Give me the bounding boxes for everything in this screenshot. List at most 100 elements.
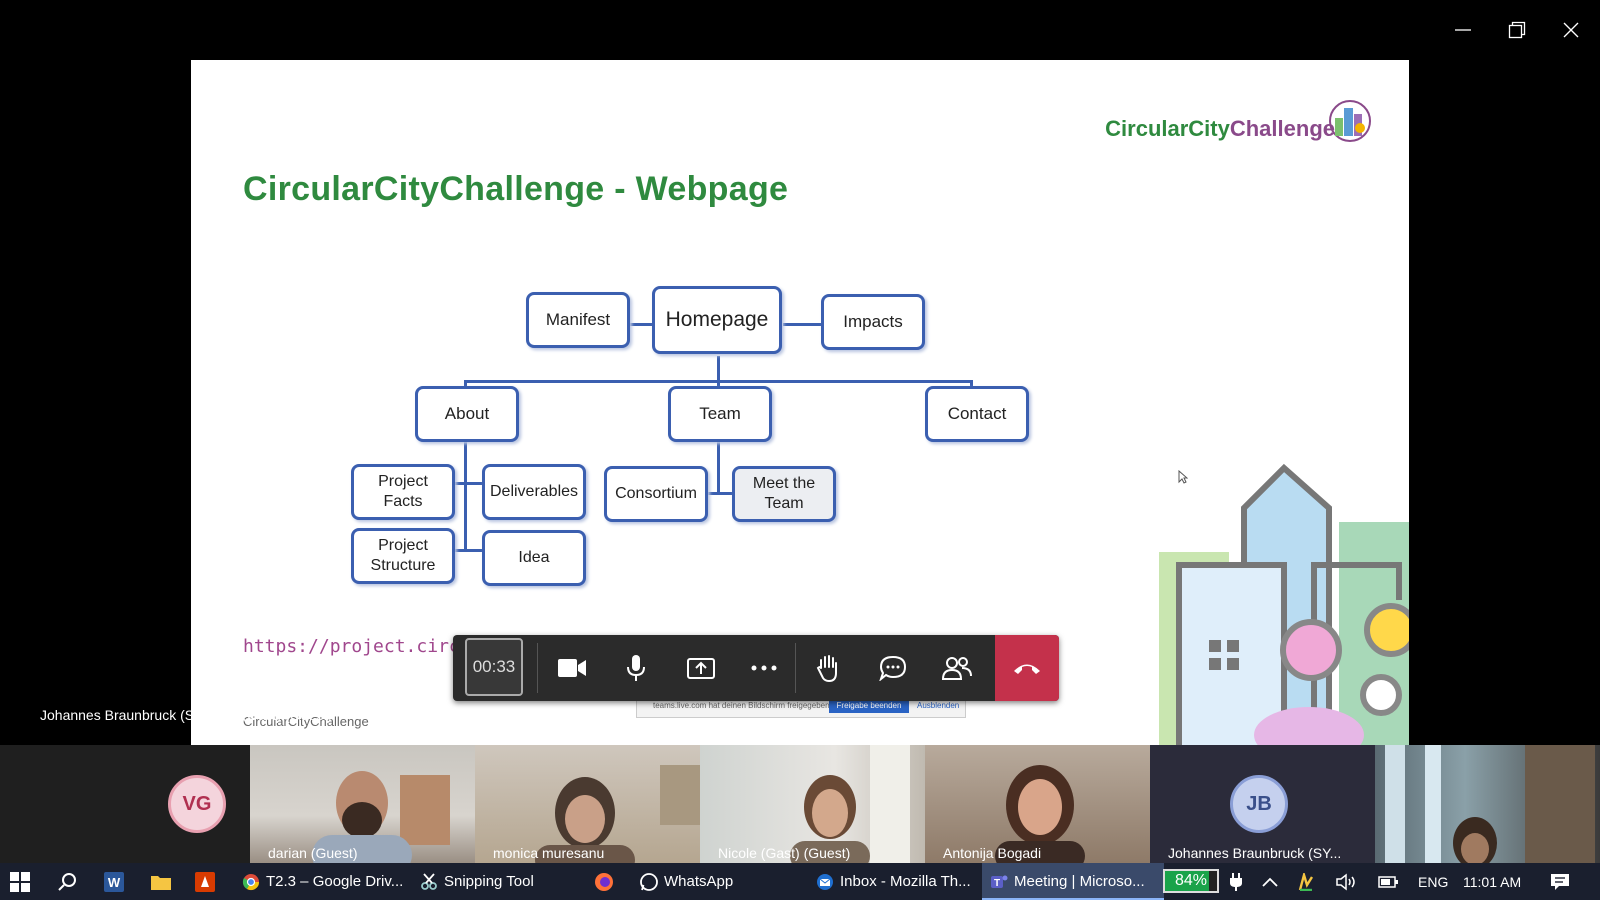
battery-indicator[interactable]: 84%: [1163, 869, 1219, 893]
participant-tile[interactable]: darian (Guest): [250, 745, 475, 863]
participants-button[interactable]: [934, 645, 980, 691]
firefox-button[interactable]: [594, 863, 618, 900]
thunderbird-icon: [817, 873, 833, 890]
word-icon: W: [104, 871, 124, 892]
taskbar-item-label: T2.3 – Google Driv...: [266, 873, 404, 890]
avatar: JB: [1230, 775, 1288, 833]
participant-tile[interactable]: Nicole (Gast) (Guest): [700, 745, 925, 863]
taskbar-item-label: Inbox - Mozilla Th...: [840, 873, 971, 890]
connector: [783, 323, 827, 326]
system-clock[interactable]: 11:01 AM: [1463, 873, 1522, 890]
firefox-icon: [595, 872, 613, 891]
app-icon: [195, 871, 215, 892]
taskbar-item-snipping-tool[interactable]: Snipping Tool: [416, 863, 570, 900]
language-indicator[interactable]: ENG: [1418, 873, 1449, 890]
participant-tile[interactable]: JB Johannes Braunbruck (SY...: [1150, 745, 1375, 863]
divider: [795, 643, 796, 693]
taskbar-item-thunderbird[interactable]: Inbox - Mozilla Th...: [812, 863, 978, 900]
power-plug-icon: [1230, 863, 1250, 900]
camera-icon: [558, 659, 586, 677]
search-button[interactable]: [57, 863, 85, 900]
city-logo-icon: [1329, 100, 1371, 142]
restore-button[interactable]: [1497, 12, 1537, 48]
raise-hand-icon: [816, 655, 837, 682]
chevron-up-icon: [1262, 877, 1278, 887]
node-about: About: [415, 386, 519, 442]
dismiss-link[interactable]: Ausblenden: [917, 701, 960, 710]
node-impacts: Impacts: [821, 294, 925, 350]
taskbar-item-label: WhatsApp: [664, 873, 734, 890]
windows-taskbar: W T2.3 – Google Driv... Snipping Tool Wh…: [0, 863, 1600, 900]
node-deliverables: Deliverables: [482, 464, 586, 520]
teams-icon: T: [991, 875, 1008, 889]
node-contact: Contact: [925, 386, 1029, 442]
minimize-button[interactable]: [1443, 12, 1483, 48]
taskbar-item-google-drive[interactable]: T2.3 – Google Driv...: [238, 863, 404, 900]
participant-name: Nicole (Gast) (Guest): [718, 845, 851, 861]
participants-icon: [942, 657, 972, 680]
node-idea: Idea: [482, 530, 586, 586]
volume-button[interactable]: [1336, 863, 1360, 900]
window-title-bar: [0, 0, 1600, 60]
close-button[interactable]: [1551, 12, 1591, 48]
show-hidden-icons-button[interactable]: [1262, 863, 1282, 900]
search-icon: [58, 872, 76, 891]
tray-app-icon[interactable]: [1298, 863, 1318, 900]
raise-hand-button[interactable]: [805, 645, 851, 691]
share-screen-button[interactable]: [678, 645, 724, 691]
taskbar-item-teams-meeting[interactable]: T Meeting | Microso...: [982, 863, 1164, 900]
app-button[interactable]: [195, 863, 223, 900]
taskbar-item-label: Snipping Tool: [444, 873, 534, 890]
participant-gallery: VG darian (Guest) monica muresanu Nicole…: [0, 745, 1600, 863]
camera-button[interactable]: [549, 645, 595, 691]
slide-title: CircularCityChallenge - Webpage: [243, 170, 789, 208]
battery-fill: [1165, 871, 1209, 891]
connector: [464, 438, 467, 550]
battery-percent: 84%: [1174, 872, 1208, 889]
share-screen-icon: [687, 658, 715, 679]
network-icon: [1378, 875, 1398, 888]
mouse-cursor-icon: [1178, 470, 1188, 484]
more-options-button[interactable]: [741, 645, 787, 691]
node-project-facts: Project Facts: [351, 464, 455, 520]
minimize-icon: [1455, 29, 1471, 31]
participant-name: Antonija Bogadi: [943, 845, 1042, 861]
connector: [464, 380, 467, 390]
microphone-button[interactable]: [613, 645, 659, 691]
hang-up-button[interactable]: [995, 635, 1059, 701]
file-explorer-button[interactable]: [150, 863, 178, 900]
microphone-icon: [627, 655, 645, 681]
participant-video: [535, 765, 700, 863]
start-button[interactable]: [10, 863, 38, 900]
more-icon: [751, 665, 777, 671]
chat-icon: [879, 655, 907, 681]
node-project-structure: Project Structure: [351, 528, 455, 584]
share-notice-text: teams.live.com hat deinen Bildschirm fre…: [653, 701, 830, 710]
taskbar-item-whatsapp[interactable]: WhatsApp: [636, 863, 790, 900]
connector: [717, 356, 720, 384]
call-timer: 00:33: [465, 638, 523, 696]
node-manifest: Manifest: [526, 292, 630, 348]
action-center-button[interactable]: [1550, 863, 1574, 900]
connector: [717, 438, 720, 494]
whatsapp-icon: [640, 872, 658, 891]
participant-tile[interactable]: monica muresanu: [475, 745, 700, 863]
slide-logo-text: CircularCityChallenge: [1105, 116, 1335, 141]
presenter-caption: Johannes Braunbruck (SYNYO) (Gast) (Gues…: [40, 707, 332, 723]
chat-button[interactable]: [870, 645, 916, 691]
connector: [629, 323, 663, 326]
word-app-button[interactable]: W: [104, 863, 132, 900]
connector: [970, 380, 973, 390]
participant-video: [995, 765, 1085, 863]
windows-icon: [10, 871, 30, 892]
notification-icon: [1551, 873, 1569, 890]
divider: [537, 643, 538, 693]
network-button[interactable]: [1378, 863, 1402, 900]
scissors-icon: [421, 872, 437, 890]
participant-video: [1385, 745, 1595, 863]
chrome-icon: [242, 873, 260, 890]
participant-tile[interactable]: VG: [0, 745, 250, 863]
participant-tile[interactable]: [1375, 745, 1600, 863]
stop-sharing-button[interactable]: Freigabe beenden: [829, 699, 909, 713]
participant-tile[interactable]: Antonija Bogadi: [925, 745, 1150, 863]
